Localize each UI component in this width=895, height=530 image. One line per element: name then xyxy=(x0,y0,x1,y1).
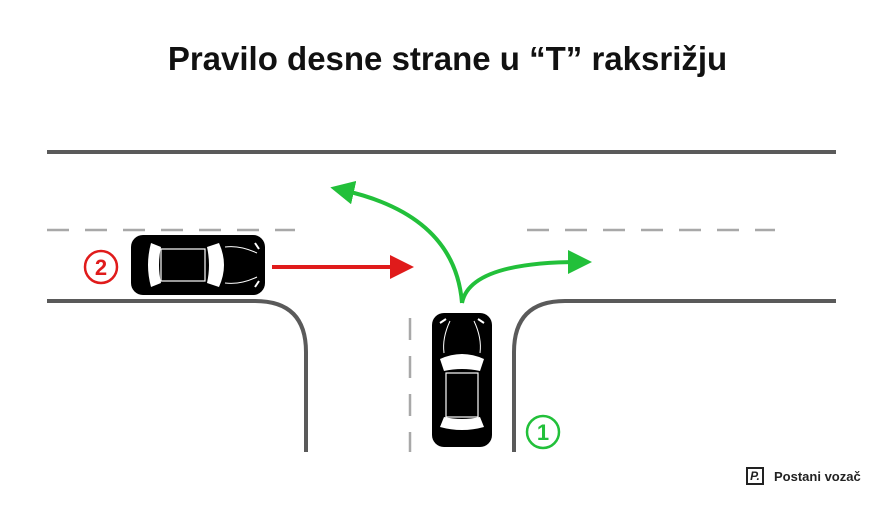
page-title: Pravilo desne strane u “T” raksrižju xyxy=(167,40,728,77)
svg-text:1: 1 xyxy=(537,420,549,445)
car-2 xyxy=(130,234,266,296)
marker-1: 1 xyxy=(525,414,561,450)
svg-text:2: 2 xyxy=(95,255,107,280)
brand-logo-icon: P. xyxy=(746,467,764,485)
green-arrow-left xyxy=(330,180,464,304)
brand-name: Postani vozač xyxy=(774,468,861,484)
car-1 xyxy=(431,312,493,448)
marker-2: 2 xyxy=(83,249,119,285)
road-edges xyxy=(47,150,836,452)
brand: P. Postani vozač xyxy=(746,467,861,485)
lane-markings xyxy=(47,228,775,452)
green-arrow-right xyxy=(460,250,592,304)
